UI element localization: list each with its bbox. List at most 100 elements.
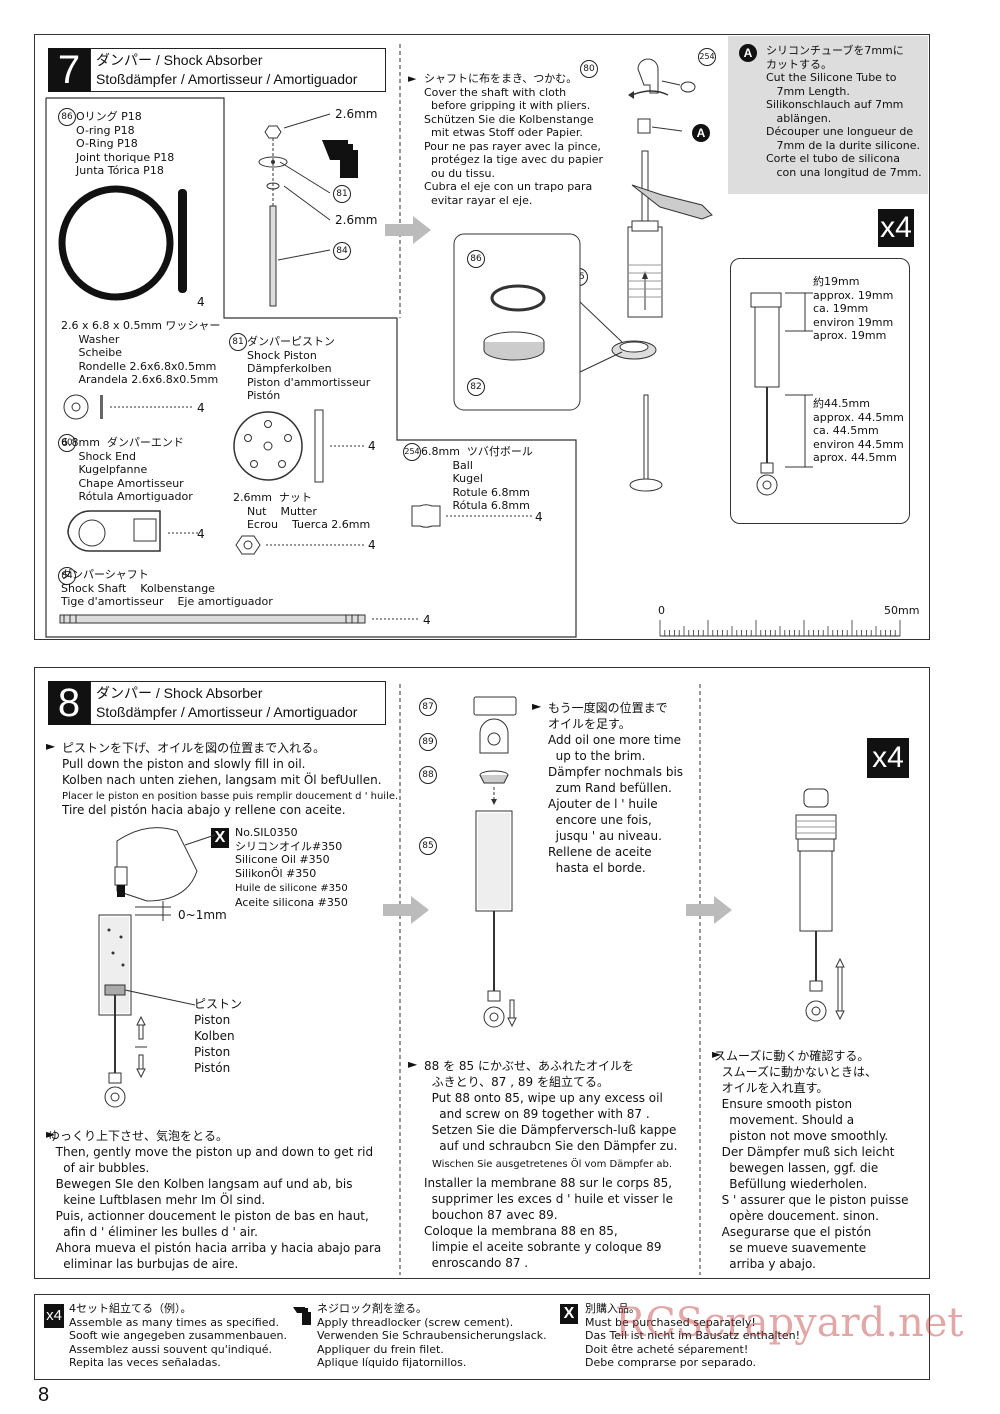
air-bubble-note: ゆっくり上下させ、気泡をとる。 Then, gently move the pi… bbox=[48, 1129, 382, 1271]
label-88: 88 bbox=[419, 766, 437, 784]
piston-label: ピストン Piston Kolben Piston Pistón bbox=[194, 997, 243, 1075]
step7-title-box bbox=[90, 48, 386, 92]
step8-frame bbox=[34, 667, 930, 1279]
thread-cement-icon bbox=[293, 1307, 311, 1325]
ruler-end: 50mm bbox=[884, 604, 920, 617]
oring-qty: 4 bbox=[197, 295, 205, 309]
oil-fill-illustration bbox=[98, 827, 216, 1108]
arrow-marker: ► bbox=[408, 72, 417, 85]
length-19mm: 約19mm approx. 19mm ca. 19mm environ 19mm… bbox=[813, 275, 894, 342]
assemble-cap-note: 88 を 85 にかぶせ、あふれたオイルを ふきとり、87 , 89 を組立てる… bbox=[424, 1059, 678, 1153]
step8-title-box bbox=[90, 681, 386, 725]
page-number: 8 bbox=[38, 1384, 50, 1406]
shaft-cloth-note: シャフトに布をまき、つかむ。 Cover the shaft with clot… bbox=[424, 72, 604, 207]
piston-qty: 4 bbox=[368, 439, 376, 453]
step8-number: 8 bbox=[48, 681, 90, 725]
fill-oil-note-fr: Placer le piston en position basse puis … bbox=[62, 791, 399, 802]
shaft-qty: 4 bbox=[423, 613, 431, 627]
watermark: RCScrapyard.net bbox=[615, 1300, 964, 1346]
arrow-marker-assemble: ► bbox=[408, 1057, 418, 1071]
completed-shock-illustration bbox=[795, 788, 845, 1022]
label-a: A bbox=[692, 124, 710, 142]
legend-x-text: 別購入品。 Must be purchased separately! Das … bbox=[585, 1302, 800, 1369]
part-ball-label: 6.8mm ツバ付ボール Ball Kugel Rotule 6.8mm Rót… bbox=[421, 445, 533, 512]
arrow-marker-refill: ► bbox=[532, 699, 542, 713]
step8-title-2: Stoßdämpfer / Amortisseur / Amortiguador bbox=[96, 704, 358, 720]
arrow-marker-bubble: ► bbox=[46, 1127, 56, 1141]
part-86-number: 86 bbox=[58, 108, 76, 126]
silicone-oil-label: No.SIL0350 シリコンオイル#350 Silicone Oil #350… bbox=[235, 826, 343, 880]
refill-oil-note: もう一度図の位置まで オイルを足す。 Add oil one more time… bbox=[548, 701, 684, 875]
oil-x-badge: X bbox=[211, 828, 229, 848]
assemble-cap-note-2: Installer la membrane 88 sur le corps 85… bbox=[424, 1176, 674, 1270]
part-washer-label: 2.6 x 6.8 x 0.5mm ワッシャー Washer Scheibe R… bbox=[61, 319, 221, 386]
dim-2.6mm-top: 2.6mm bbox=[335, 107, 378, 121]
note-a-badge: A bbox=[739, 44, 757, 62]
legend-frame bbox=[34, 1294, 930, 1380]
step7-title-1: ダンパー / Shock Absorber bbox=[96, 52, 263, 68]
silicone-note-box bbox=[728, 36, 928, 194]
flow-arrow-step7 bbox=[385, 216, 431, 244]
silicone-oil-fr: Huile de silicone #350 bbox=[235, 883, 348, 894]
flow-arrow-step8-1 bbox=[383, 896, 429, 924]
ball-qty: 4 bbox=[535, 510, 543, 524]
part-shaft-label: ダンパーシャフト Shock Shaft Kolbenstange Tige d… bbox=[61, 568, 273, 608]
callout-81: 81 bbox=[333, 185, 351, 203]
fill-oil-note-es: Tire del pistón hacia abajo y rellene co… bbox=[62, 803, 346, 817]
step8-x4-badge: x4 bbox=[867, 738, 909, 778]
silicone-oil-es: Aceite silicona #350 bbox=[235, 896, 348, 909]
part-80-number: 80 bbox=[58, 434, 76, 452]
piston-assembly-exploded bbox=[258, 113, 358, 307]
part-piston-label: ダンパーピストン Shock Piston Dämpferkolben Pist… bbox=[247, 335, 371, 402]
step7-frame bbox=[34, 34, 930, 640]
arrow-marker-smooth: ► bbox=[712, 1047, 722, 1061]
part-84-number: 84 bbox=[58, 567, 76, 585]
step8-title-1: ダンパー / Shock Absorber bbox=[96, 685, 263, 701]
piston-illustration bbox=[233, 409, 366, 483]
callout-84: 84 bbox=[333, 242, 351, 260]
part-nut-label: 2.6mm ナット Nut Mutter Ecrou Tuerca 2.6mm bbox=[233, 491, 371, 531]
silicone-note: シリコンチューブを7mmに カットする。 Cut the Silicone Tu… bbox=[766, 44, 922, 179]
scale-ruler bbox=[659, 620, 901, 637]
cap-assembly-illustration bbox=[473, 696, 517, 1028]
part-81-number: 81 bbox=[229, 333, 247, 351]
oring-illustration bbox=[58, 185, 187, 301]
legend-x4-badge: x4 bbox=[44, 1304, 64, 1328]
dim-2.6mm-bottom: 2.6mm bbox=[335, 213, 378, 227]
nut-qty: 4 bbox=[368, 538, 376, 552]
assemble-cap-note-de2: Wischen Sie ausgetretenes Öl vom Dämpfer… bbox=[432, 1159, 673, 1170]
shaft-illustration bbox=[59, 614, 418, 624]
step7-number: 7 bbox=[48, 48, 90, 92]
washer-illustration bbox=[63, 394, 192, 420]
label-89: 89 bbox=[419, 733, 437, 751]
oring-detail-box bbox=[453, 233, 623, 411]
length-44.5mm: 約44.5mm approx. 44.5mm ca. 44.5mm enviro… bbox=[813, 397, 904, 464]
legend-x-badge: X bbox=[560, 1304, 578, 1324]
length-shock-illustration bbox=[750, 292, 813, 496]
ball-illustration bbox=[411, 504, 532, 528]
part-oring-label: Oリング P18 O-ring P18 O-Ring P18 Joint tho… bbox=[76, 110, 175, 177]
gap-0-1mm: 0~1mm bbox=[178, 908, 227, 922]
ruler-start: 0 bbox=[658, 604, 665, 617]
legend-x4-text: 4セット組立てる（例）。 Assemble as many times as s… bbox=[69, 1302, 287, 1369]
step7-x4-badge: x4 bbox=[878, 209, 914, 247]
washer-qty: 4 bbox=[197, 401, 205, 415]
step7-title-2: Stoßdämpfer / Amortisseur / Amortiguador bbox=[96, 71, 358, 87]
arrow-marker-fill: ► bbox=[46, 739, 56, 753]
label-87: 87 bbox=[419, 698, 437, 716]
length-box bbox=[730, 258, 910, 524]
flow-arrow-step8-2 bbox=[686, 896, 732, 924]
label-254: 254 bbox=[698, 48, 716, 66]
shock-end-illustration bbox=[67, 510, 198, 552]
label-86: 86 bbox=[467, 250, 485, 268]
label-85-step8: 85 bbox=[419, 837, 437, 855]
step8-dividers bbox=[399, 684, 701, 1275]
part-254-number: 254 bbox=[403, 443, 421, 461]
fill-oil-note: ピストンを下げ、オイルを図の位置まで入れる。 Pull down the pis… bbox=[62, 741, 382, 787]
parts-box-outline bbox=[45, 44, 577, 638]
shock-end-qty: 4 bbox=[197, 527, 205, 541]
nut-illustration bbox=[235, 535, 366, 555]
legend-cement-text: ネジロック剤を塗る。 Apply threadlocker (screw cem… bbox=[317, 1302, 547, 1369]
label-82: 82 bbox=[467, 378, 485, 396]
shock-assembly-illustration bbox=[611, 58, 713, 492]
